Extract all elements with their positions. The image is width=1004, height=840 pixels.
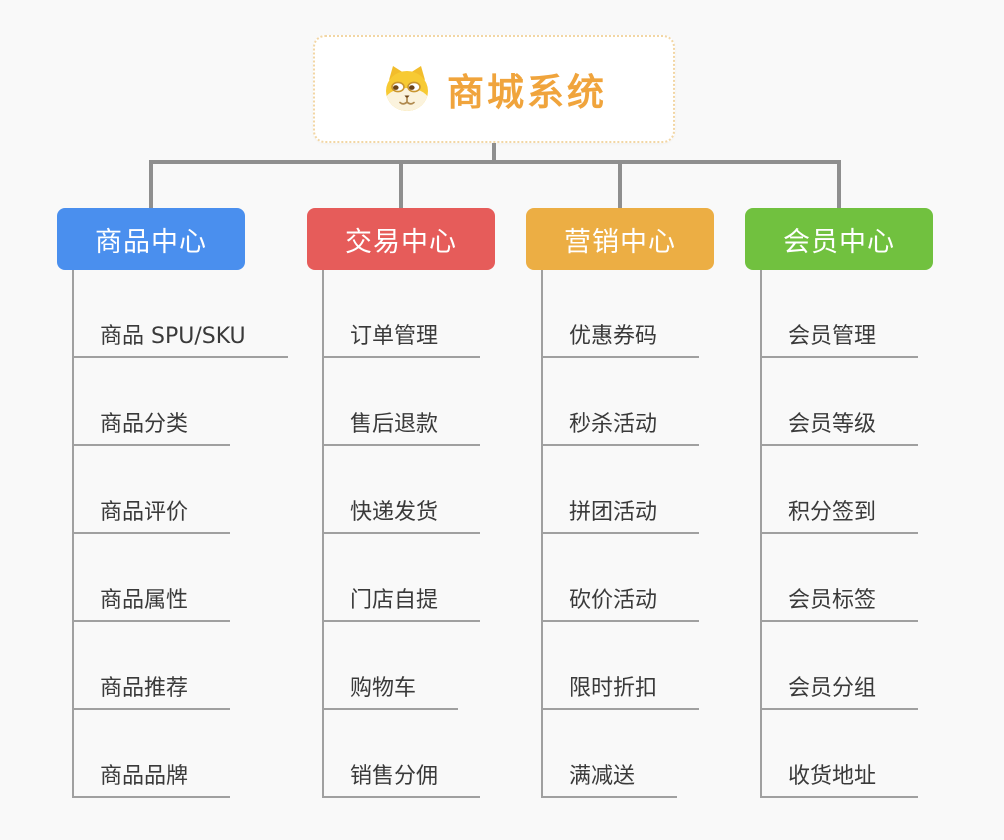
connector-root-drop bbox=[492, 143, 496, 164]
leaf-node[interactable]: 会员等级 bbox=[762, 358, 919, 446]
leaf-label: 门店自提 bbox=[350, 588, 439, 613]
leaf-node[interactable]: 限时折扣 bbox=[543, 622, 700, 710]
connector-branch-drop bbox=[149, 162, 153, 208]
leaf-node[interactable]: 商品 SPU/SKU bbox=[74, 270, 288, 358]
leaf-node[interactable]: 销售分佣 bbox=[324, 710, 481, 798]
leaf-label: 售后退款 bbox=[350, 412, 439, 437]
leaf-node[interactable]: 快递发货 bbox=[324, 446, 481, 534]
leaf-node[interactable]: 积分签到 bbox=[762, 446, 919, 534]
leaf-column-0: 商品 SPU/SKU 商品分类商品评价商品属性商品推荐商品品牌 bbox=[72, 270, 288, 798]
doge-icon bbox=[381, 65, 433, 113]
leaf-label: 商品评价 bbox=[100, 500, 189, 525]
branch-node-3[interactable]: 会员中心 bbox=[745, 208, 933, 270]
branch-label: 交易中心 bbox=[345, 226, 457, 258]
leaf-node[interactable]: 商品品牌 bbox=[74, 710, 231, 798]
leaf-node[interactable]: 拼团活动 bbox=[543, 446, 700, 534]
leaf-node[interactable]: 商品推荐 bbox=[74, 622, 231, 710]
leaf-label: 会员管理 bbox=[788, 324, 877, 349]
connector-branch-drop bbox=[399, 162, 403, 208]
leaf-node[interactable]: 商品分类 bbox=[74, 358, 231, 446]
leaf-label: 商品分类 bbox=[100, 412, 189, 437]
root-title: 商城系统 bbox=[447, 71, 607, 114]
branch-node-1[interactable]: 交易中心 bbox=[307, 208, 495, 270]
leaf-node[interactable]: 会员标签 bbox=[762, 534, 919, 622]
leaf-label: 商品 SPU/SKU bbox=[100, 324, 246, 349]
branch-label: 商品中心 bbox=[95, 226, 207, 258]
leaf-node[interactable]: 优惠券码 bbox=[543, 270, 700, 358]
connector-branch-drop bbox=[837, 162, 841, 208]
leaf-column-1: 订单管理售后退款快递发货门店自提购物车销售分佣 bbox=[322, 270, 481, 798]
leaf-label: 订单管理 bbox=[350, 324, 439, 349]
leaf-label: 销售分佣 bbox=[350, 764, 439, 789]
leaf-node[interactable]: 门店自提 bbox=[324, 534, 481, 622]
leaf-label: 满减送 bbox=[569, 764, 636, 789]
leaf-label: 会员标签 bbox=[788, 588, 877, 613]
leaf-column-2: 优惠券码秒杀活动拼团活动砍价活动限时折扣满减送 bbox=[541, 270, 700, 798]
leaf-node[interactable]: 商品评价 bbox=[74, 446, 231, 534]
leaf-label: 快递发货 bbox=[350, 500, 439, 525]
branch-label: 营销中心 bbox=[564, 226, 676, 258]
leaf-node[interactable]: 订单管理 bbox=[324, 270, 481, 358]
leaf-label: 砍价活动 bbox=[569, 588, 658, 613]
leaf-node[interactable]: 会员管理 bbox=[762, 270, 919, 358]
leaf-node[interactable]: 购物车 bbox=[324, 622, 459, 710]
connector-bus bbox=[149, 160, 841, 164]
leaf-label: 积分签到 bbox=[788, 500, 877, 525]
leaf-label: 会员等级 bbox=[788, 412, 877, 437]
leaf-node[interactable]: 秒杀活动 bbox=[543, 358, 700, 446]
leaf-node[interactable]: 商品属性 bbox=[74, 534, 231, 622]
leaf-label: 商品属性 bbox=[100, 588, 189, 613]
branch-node-2[interactable]: 营销中心 bbox=[526, 208, 714, 270]
leaf-column-3: 会员管理会员等级积分签到会员标签会员分组收货地址 bbox=[760, 270, 919, 798]
branch-node-0[interactable]: 商品中心 bbox=[57, 208, 245, 270]
leaf-label: 优惠券码 bbox=[569, 324, 658, 349]
leaf-label: 拼团活动 bbox=[569, 500, 658, 525]
leaf-node[interactable]: 售后退款 bbox=[324, 358, 481, 446]
leaf-label: 秒杀活动 bbox=[569, 412, 658, 437]
leaf-node[interactable]: 满减送 bbox=[543, 710, 678, 798]
leaf-label: 购物车 bbox=[350, 676, 417, 701]
leaf-label: 商品推荐 bbox=[100, 676, 189, 701]
leaf-label: 会员分组 bbox=[788, 676, 877, 701]
leaf-label: 收货地址 bbox=[788, 764, 877, 789]
leaf-label: 商品品牌 bbox=[100, 764, 189, 789]
connector-branch-drop bbox=[618, 162, 622, 208]
leaf-node[interactable]: 收货地址 bbox=[762, 710, 919, 798]
leaf-node[interactable]: 砍价活动 bbox=[543, 534, 700, 622]
leaf-label: 限时折扣 bbox=[569, 676, 658, 701]
leaf-node[interactable]: 会员分组 bbox=[762, 622, 919, 710]
root-node[interactable]: 商城系统 bbox=[313, 35, 675, 143]
branch-label: 会员中心 bbox=[783, 226, 895, 258]
